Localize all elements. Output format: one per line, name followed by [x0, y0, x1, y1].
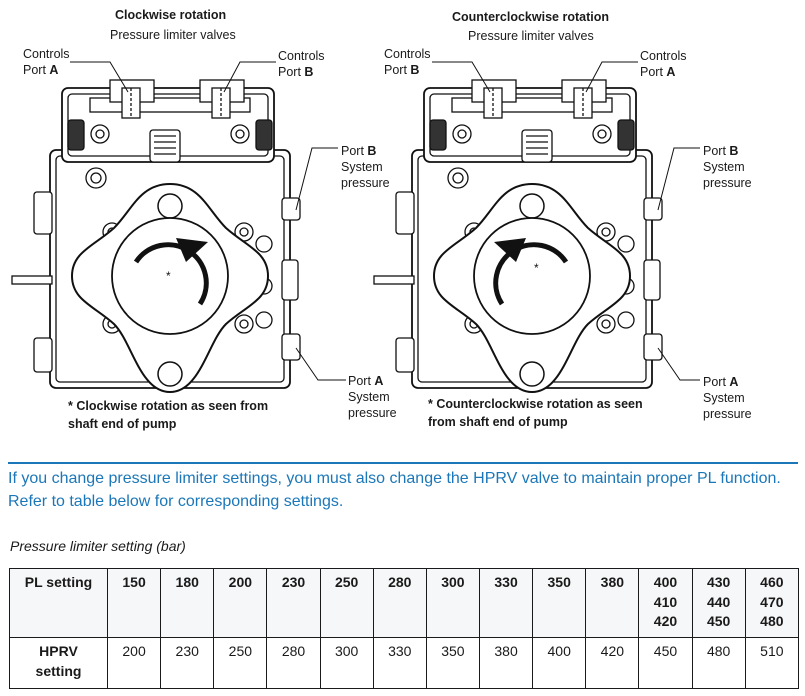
hprv-note: If you change pressure limiter settings,… [8, 462, 798, 513]
left-controls-port-label: Controls Port A [23, 47, 70, 77]
hprv-cell: 450 [638, 637, 693, 689]
pl-cell: 350 [532, 568, 587, 638]
pl-cell: 200 [213, 568, 268, 638]
side-bolts [11, 191, 301, 373]
pl-cell: 250 [319, 568, 374, 638]
hprv-cell: 200 [106, 637, 162, 689]
hprv-cell: 510 [744, 637, 800, 689]
leader-lines [70, 61, 346, 381]
port-b-system-pressure-label: Port B System pressure [703, 144, 752, 190]
pl-cell: 150 [106, 568, 162, 638]
hprv-cell: 350 [425, 637, 480, 689]
port-a-system-pressure-label: Port A System pressure [348, 374, 397, 420]
hprv-cell: 420 [585, 637, 640, 689]
right-controls-port-label: Controls Port A [640, 49, 687, 79]
flange-bolt-bottom [519, 361, 545, 387]
controls-port-b-fitting [483, 87, 503, 119]
right-pump-drawing: * [373, 61, 700, 394]
leader-lines [432, 61, 700, 381]
flange-bolt-bottom [157, 361, 183, 387]
pressure-limiter-table: PL setting 150 180 200 230 250 280 300 3… [9, 568, 800, 689]
pressure-limiter-valves [149, 129, 181, 163]
pl-cell: 300 [425, 568, 480, 638]
pressure-limiter-valves [521, 129, 553, 163]
pl-cell: 230 [266, 568, 321, 638]
controls-port-a-fitting [121, 87, 141, 119]
right-figure-caption: * Counterclockwise rotation as seen from… [428, 397, 643, 429]
left-figure-subtitle: Pressure limiter valves [110, 28, 236, 42]
hprv-cell: 480 [691, 637, 746, 689]
center-mark: * [534, 261, 539, 275]
table-row: PL setting 150 180 200 230 250 280 300 3… [9, 568, 800, 638]
side-bolts [373, 191, 663, 373]
pl-cell: 380 [585, 568, 640, 638]
clockwise-arrowhead [176, 238, 208, 262]
table-caption: Pressure limiter setting (bar) [10, 538, 186, 554]
hprv-cell: 400 [532, 637, 587, 689]
hprv-cell: 330 [372, 637, 427, 689]
left-controls-port-label: Controls Port B [384, 47, 431, 77]
hprv-cell: 300 [319, 637, 374, 689]
left-pump-drawing: * [11, 61, 346, 394]
pl-cell: 180 [160, 568, 215, 638]
pl-cell: 280 [372, 568, 427, 638]
right-controls-port-label: Controls Port B [278, 49, 325, 79]
pl-setting-header: PL setting [9, 568, 108, 638]
hprv-cell: 230 [160, 637, 215, 689]
bolt-heads [85, 124, 273, 334]
pilot-bore [473, 217, 591, 335]
hprv-cell: 250 [213, 637, 268, 689]
hprv-cell: 380 [478, 637, 534, 689]
center-mark: * [166, 269, 171, 283]
flange-bolt-top [157, 193, 183, 219]
pl-cell: 330 [478, 568, 534, 638]
left-figure-caption: * Clockwise rotation as seen from shaft … [68, 399, 269, 431]
left-figure-title: Clockwise rotation [115, 8, 227, 22]
controls-port-a-fitting [573, 87, 593, 119]
counterclockwise-arrowhead [494, 238, 526, 262]
flange-bolt-top [519, 193, 545, 219]
controls-port-b-fitting [211, 87, 231, 119]
port-b-system-pressure-label: Port B System pressure [341, 144, 390, 190]
hprv-cell: 280 [266, 637, 321, 689]
right-figure-subtitle: Pressure limiter valves [468, 29, 594, 43]
right-figure-title: Counterclockwise rotation [452, 10, 609, 24]
port-a-system-pressure-label: Port A System pressure [703, 375, 752, 421]
